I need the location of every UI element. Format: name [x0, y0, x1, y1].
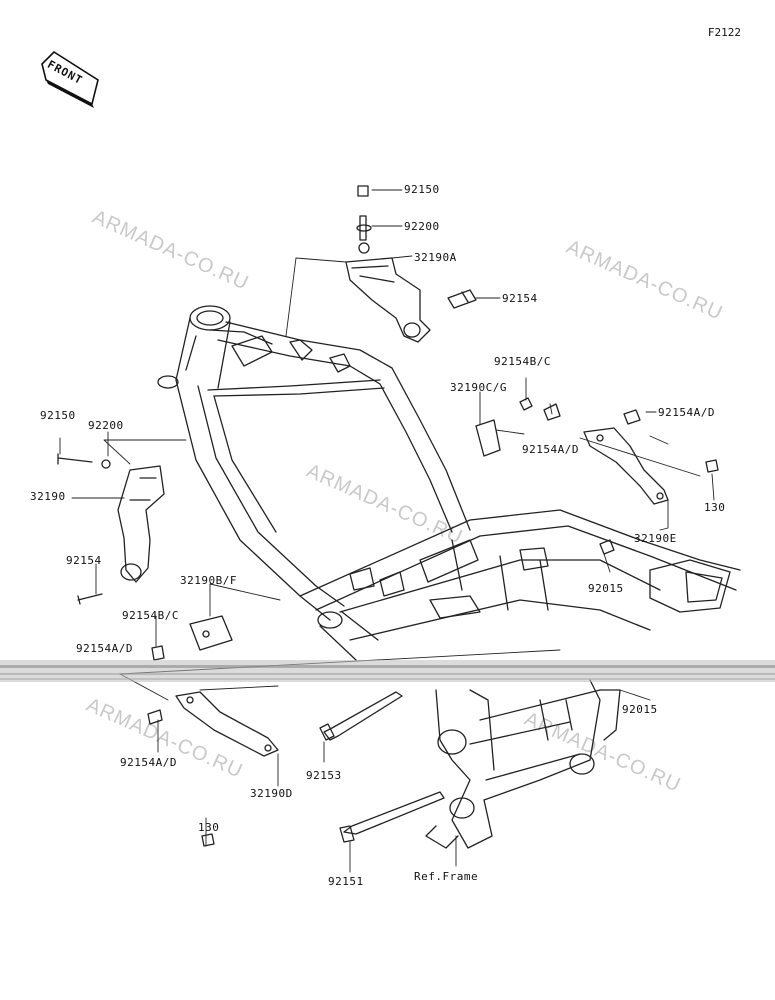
part-label: 130	[704, 501, 726, 514]
part-label: 92154A/D	[522, 443, 579, 456]
frame-rear-lower	[425, 679, 621, 849]
figure-id: F2122	[707, 26, 741, 39]
front-arrow-icon	[41, 50, 99, 108]
bolt-92151	[339, 791, 445, 843]
bolt-92154-top	[447, 289, 477, 309]
frame-down-tubes	[175, 379, 379, 661]
part-label: 92151	[328, 875, 364, 888]
part-label: 92154	[502, 292, 538, 305]
part-label: 92015	[622, 703, 658, 716]
part-label: 92153	[306, 769, 342, 782]
part-label: 130	[198, 821, 220, 834]
part-label: 32190E	[634, 532, 677, 545]
part-32190D	[147, 691, 279, 847]
steering-head	[157, 305, 231, 389]
part-92015	[599, 539, 615, 555]
part-32190E	[583, 409, 719, 505]
frame-cradle	[299, 509, 741, 641]
part-label: 92154A/D	[658, 406, 715, 419]
part-label: 92150	[40, 409, 76, 422]
part-label: 32190C/G	[450, 381, 507, 394]
part-label: 92154B/C	[122, 609, 179, 622]
part-label: 32190A	[414, 251, 457, 264]
ref-frame-label: Ref.Frame	[414, 870, 479, 883]
part-label: 92015	[588, 582, 624, 595]
part-label: 92154B/C	[494, 355, 551, 368]
part-label: 92200	[88, 419, 124, 432]
part-32190C-G	[475, 397, 561, 457]
part-label: 92150	[404, 183, 440, 196]
frame-upper-rails	[185, 321, 471, 533]
part-32190A	[345, 185, 431, 343]
part-label: 92200	[404, 220, 440, 233]
part-32190-left	[57, 453, 165, 605]
scan-noise-band	[0, 660, 775, 682]
part-label: 92154A/D	[76, 642, 133, 655]
part-label: 32190D	[250, 787, 293, 800]
part-32190B-F	[151, 615, 233, 661]
part-label: 32190B/F	[180, 574, 237, 587]
part-label: 92154A/D	[120, 756, 177, 769]
part-label: 92154	[66, 554, 102, 567]
part-label: 32190	[30, 490, 66, 503]
bolt-92153	[319, 691, 403, 741]
